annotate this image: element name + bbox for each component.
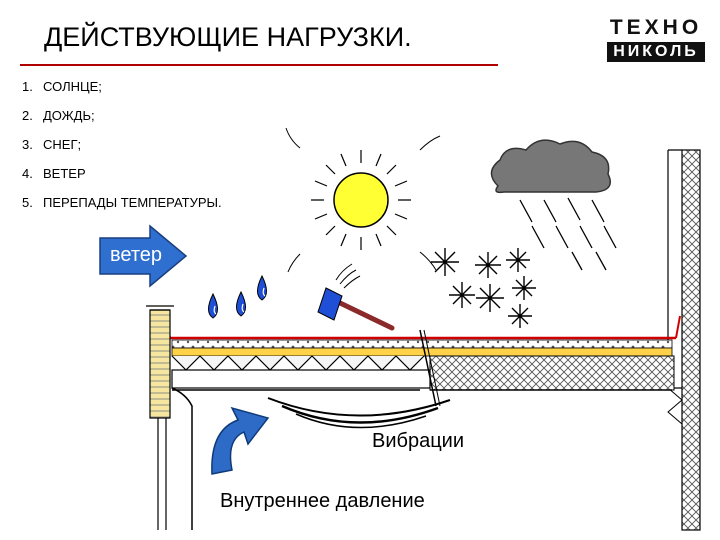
- list-item-label: СНЕГ;: [43, 137, 82, 152]
- list-item: 1. СОЛНЦЕ;: [22, 72, 222, 101]
- list-item-label: ВЕТЕР: [43, 166, 86, 181]
- list-item-number: 1.: [22, 79, 33, 94]
- wind-arrow-icon: [99, 224, 188, 288]
- pressure-arrow-icon: [211, 406, 270, 475]
- roof-section: [146, 305, 681, 530]
- list-item: 5. ПЕРЕПАДЫ ТЕМПЕРАТУРЫ.: [22, 188, 222, 217]
- list-item: 3. СНЕГ;: [22, 130, 222, 159]
- loads-list: 1. СОЛНЦЕ; 2. ДОЖДЬ; 3. СНЕГ; 4. ВЕТЕР 5. ПЕР…: [22, 72, 222, 217]
- logo-bottom-text: НИКОЛЬ: [607, 42, 705, 62]
- list-item-number: 3.: [22, 137, 33, 152]
- list-item: 2. ДОЖДЬ;: [22, 101, 222, 130]
- snowflakes-icon: [431, 248, 536, 328]
- list-item-label: ДОЖДЬ;: [43, 108, 95, 123]
- logo-top-text: ТЕХНО: [609, 16, 703, 39]
- list-item-number: 5.: [22, 195, 33, 210]
- water-drops-icon: [208, 274, 267, 319]
- sun-icon: [285, 127, 441, 273]
- list-item-label: СОЛНЦЕ;: [43, 79, 102, 94]
- title-underline: [20, 64, 498, 66]
- vibration-waves-icon: [267, 397, 451, 429]
- page-title: ДЕЙСТВУЮЩИЕ НАГРУЗКИ.: [44, 22, 412, 52]
- rain-cloud-icon: [490, 139, 617, 271]
- pressure-label: Внутреннее давление: [220, 490, 425, 512]
- list-item-number: 2.: [22, 108, 33, 123]
- wind-label: ветер: [110, 244, 163, 266]
- list-item: 4. ВЕТЕР: [22, 159, 222, 188]
- hammer-icon: [317, 263, 395, 331]
- right-wall: [667, 149, 701, 531]
- technonicol-logo: ТЕХНО НИКОЛЬ: [607, 16, 705, 62]
- list-item-label: ПЕРЕПАДЫ ТЕМПЕРАТУРЫ.: [43, 195, 222, 210]
- vibration-label: Вибрации: [372, 430, 465, 452]
- list-item-number: 4.: [22, 166, 33, 181]
